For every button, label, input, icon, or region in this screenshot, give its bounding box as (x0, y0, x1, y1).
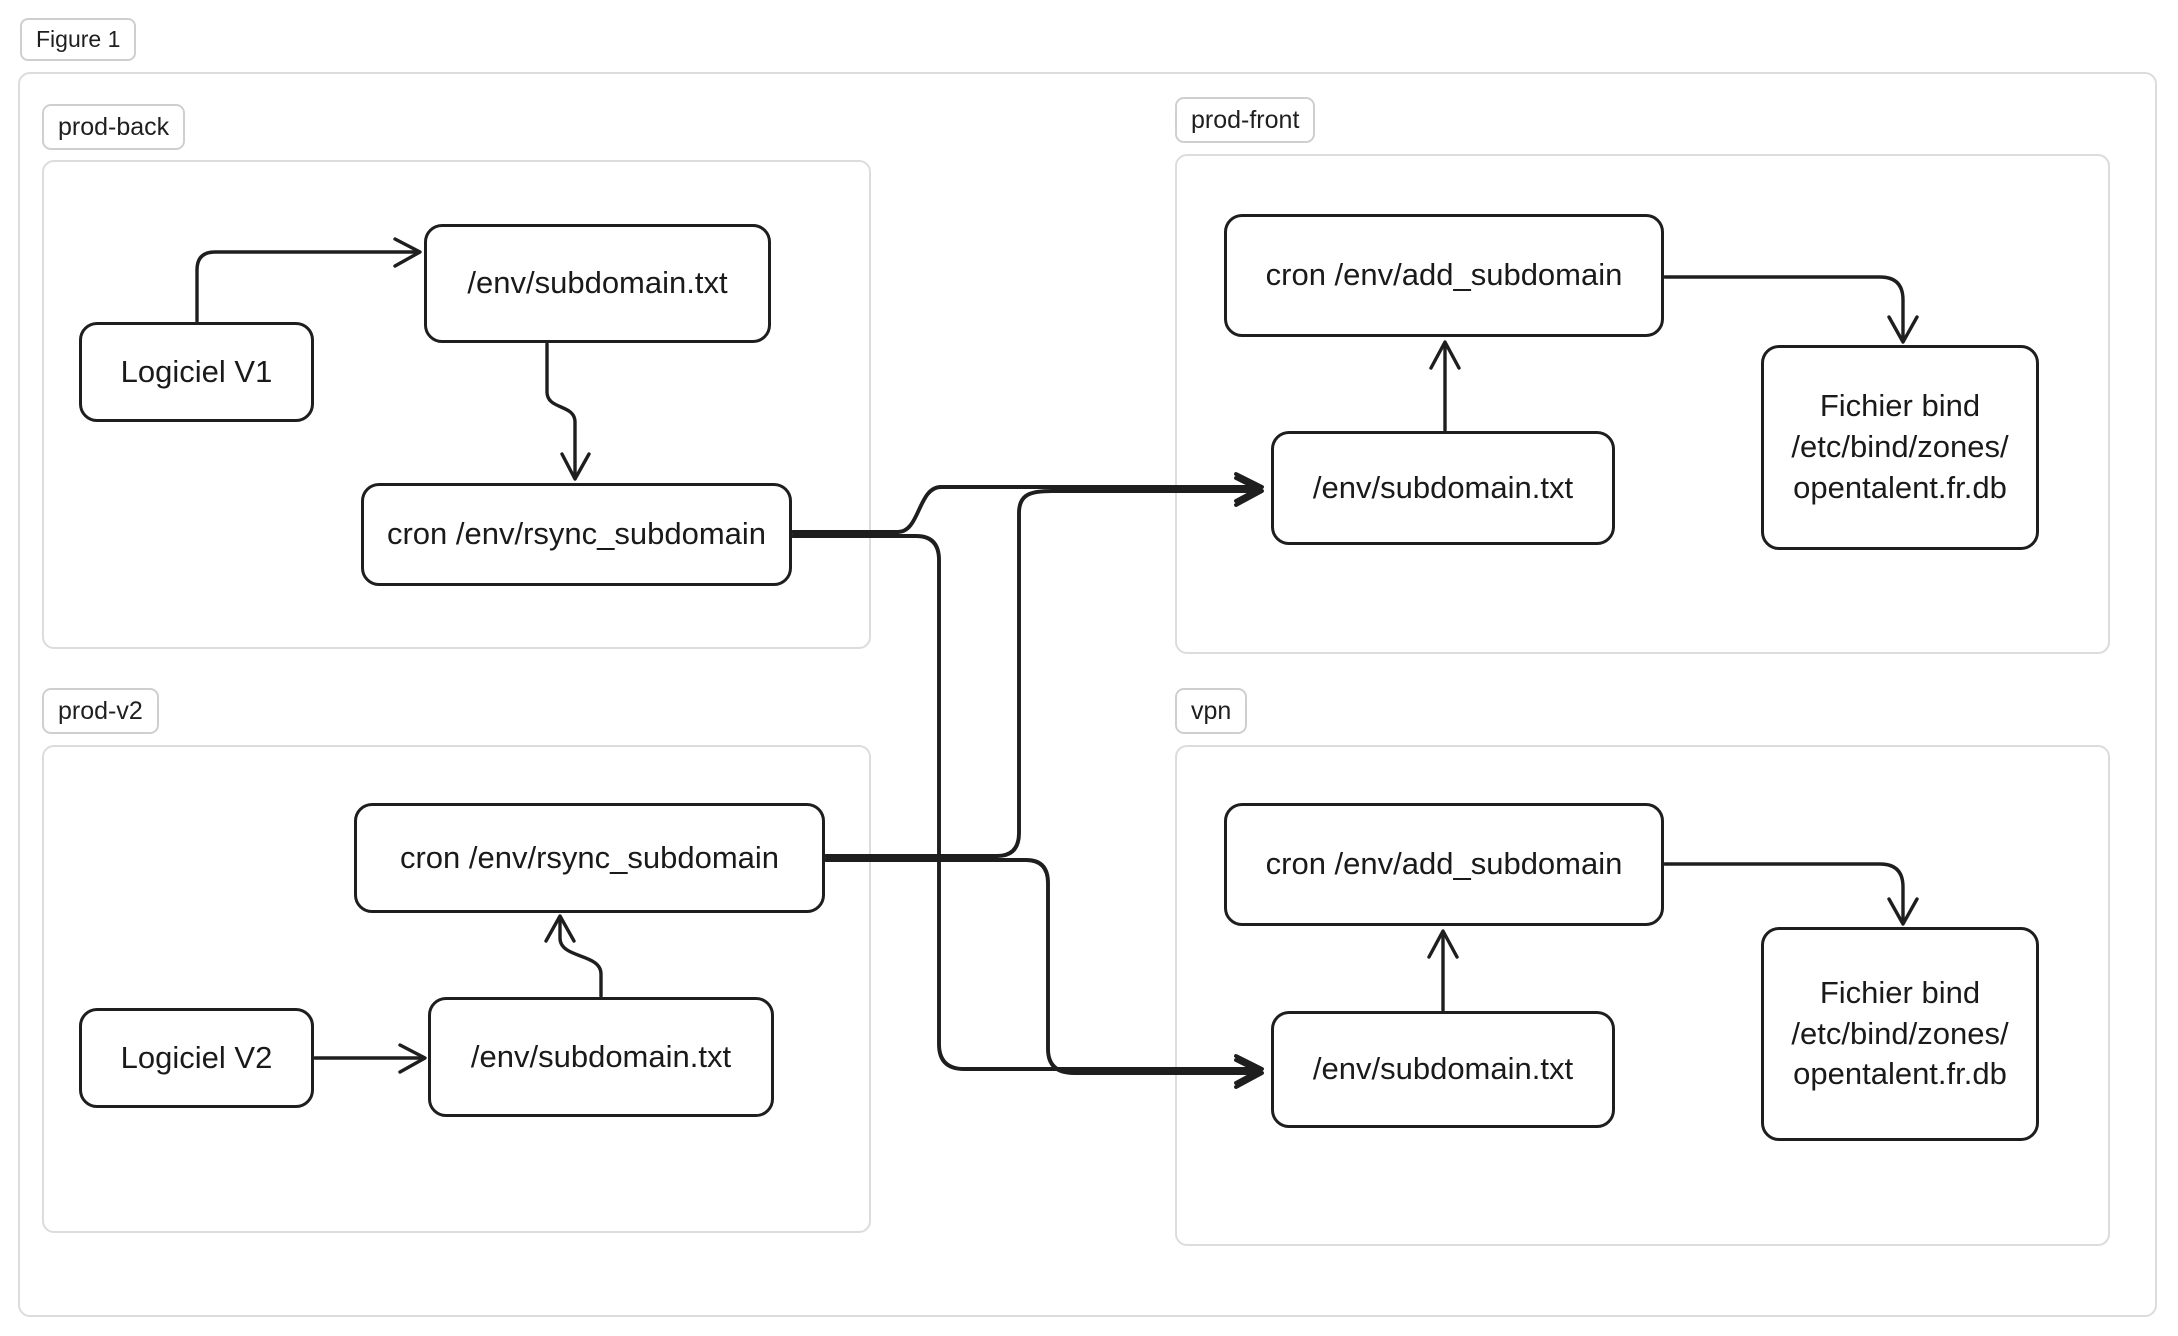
fichier-line-2: /etc/bind/zones/ (1791, 1015, 2009, 1051)
node-label: cron /env/add_subdomain (1265, 257, 1623, 293)
node-label: /env/subdomain.txt (470, 1038, 732, 1074)
group-label-vpn: vpn (1175, 688, 1248, 734)
fichier-line-2: /etc/bind/zones/ (1791, 429, 2009, 465)
node-logiciel-v1: Logiciel V1 (79, 322, 314, 422)
node-pb-cron-rsync-subdomain: cron /env/rsync_subdomain (361, 483, 792, 586)
node-v2-cron-rsync-subdomain: cron /env/rsync_subdomain (354, 803, 825, 913)
node-label: /env/subdomain.txt (1312, 469, 1574, 505)
group-frame-prod-back (42, 160, 871, 649)
node-label-multiline: Fichier bind /etc/bind/zones/ opentalent… (1791, 973, 2008, 1096)
fichier-line-3: opentalent.fr.db (1793, 1056, 2007, 1092)
group-label-text: vpn (1191, 696, 1232, 725)
figure-label-chip: Figure 1 (20, 18, 137, 61)
fichier-line-3: opentalent.fr.db (1793, 469, 2007, 505)
arrowhead-v2-logiciel-to-v2-subdomain (398, 1043, 427, 1074)
node-vpn-subdomain-txt: /env/subdomain.txt (1271, 1011, 1615, 1128)
node-v2-subdomain-txt: /env/subdomain.txt (428, 997, 774, 1117)
node-label: Logiciel V2 (120, 1039, 273, 1075)
node-pf-subdomain-txt: /env/subdomain.txt (1271, 431, 1615, 545)
group-label-text: prod-front (1191, 105, 1300, 134)
arrowhead-vpn-cron-add-to-vpn-fichier (1887, 897, 1919, 926)
node-label-multiline: Fichier bind /etc/bind/zones/ opentalent… (1791, 386, 2008, 509)
arrow-v2-rsync-to-vpn-subdomain (824, 858, 1261, 1075)
node-label: cron /env/rsync_subdomain (386, 516, 767, 552)
group-label-prod-v2: prod-v2 (42, 688, 159, 734)
node-vpn-fichier-bind: Fichier bind /etc/bind/zones/ opentalent… (1761, 927, 2039, 1141)
group-label-text: prod-back (58, 112, 170, 141)
figure-label: Figure 1 (36, 26, 121, 52)
node-pf-cron-add-subdomain: cron /env/add_subdomain (1224, 214, 1664, 337)
node-label: /env/subdomain.txt (1312, 1051, 1574, 1087)
arrowhead-pf-cron-add-to-pf-fichier (1887, 315, 1919, 344)
arrow-pb-rsync-to-pf-subdomain (791, 485, 1261, 534)
arrow-v2-subdomain-to-v2-rsync (558, 917, 603, 998)
node-label: cron /env/rsync_subdomain (399, 839, 780, 875)
arrow-vpn-cron-add-to-vpn-fichier (1663, 862, 1905, 923)
fichier-line-1: Fichier bind (1819, 388, 1981, 424)
node-label: /env/subdomain.txt (467, 265, 728, 301)
arrow-pb-rsync-to-vpn-subdomain (791, 534, 1261, 1071)
arrowhead-pb-rsync-to-vpn-subdomain (1234, 1054, 1264, 1085)
arrowhead-v1-to-pb-subdomain (393, 237, 422, 268)
node-label: cron /env/add_subdomain (1265, 846, 1623, 882)
arrow-v2-rsync-to-pf-subdomain (824, 489, 1261, 858)
group-label-prod-back: prod-back (42, 104, 186, 150)
group-label-prod-front: prod-front (1175, 97, 1316, 143)
arrow-pf-cron-add-to-pf-fichier (1663, 275, 1905, 341)
arrowhead-vpn-subdomain-to-vpn-cron-add (1427, 929, 1459, 959)
group-label-text: prod-v2 (58, 696, 143, 725)
arrowhead-pb-rsync-to-pf-subdomain (1234, 472, 1264, 503)
group-frame-prod-front (1175, 154, 2110, 654)
arrow-pb-subdomain-to-pb-rsync (545, 342, 577, 479)
group-frame-vpn (1175, 745, 2110, 1246)
figure-frame (18, 72, 2157, 1317)
arrowhead-v2-subdomain-to-v2-rsync (544, 914, 576, 943)
node-pb-subdomain-txt: /env/subdomain.txt (424, 224, 771, 343)
fichier-line-1: Fichier bind (1819, 974, 1981, 1010)
arrowhead-pf-subdomain-to-pf-cron-add (1429, 340, 1461, 370)
arrowhead-v2-rsync-to-pf-subdomain (1234, 476, 1264, 507)
arrowhead-v2-rsync-to-vpn-subdomain (1234, 1058, 1264, 1089)
arrow-v1-to-pb-subdomain (195, 250, 419, 323)
arrowhead-pb-subdomain-to-pb-rsync (560, 452, 591, 481)
node-label: Logiciel V1 (120, 353, 273, 389)
group-frame-prod-v2 (42, 745, 871, 1233)
node-logiciel-v2: Logiciel V2 (79, 1008, 314, 1108)
node-pf-fichier-bind: Fichier bind /etc/bind/zones/ opentalent… (1761, 345, 2039, 550)
node-vpn-cron-add-subdomain: cron /env/add_subdomain (1224, 803, 1664, 926)
